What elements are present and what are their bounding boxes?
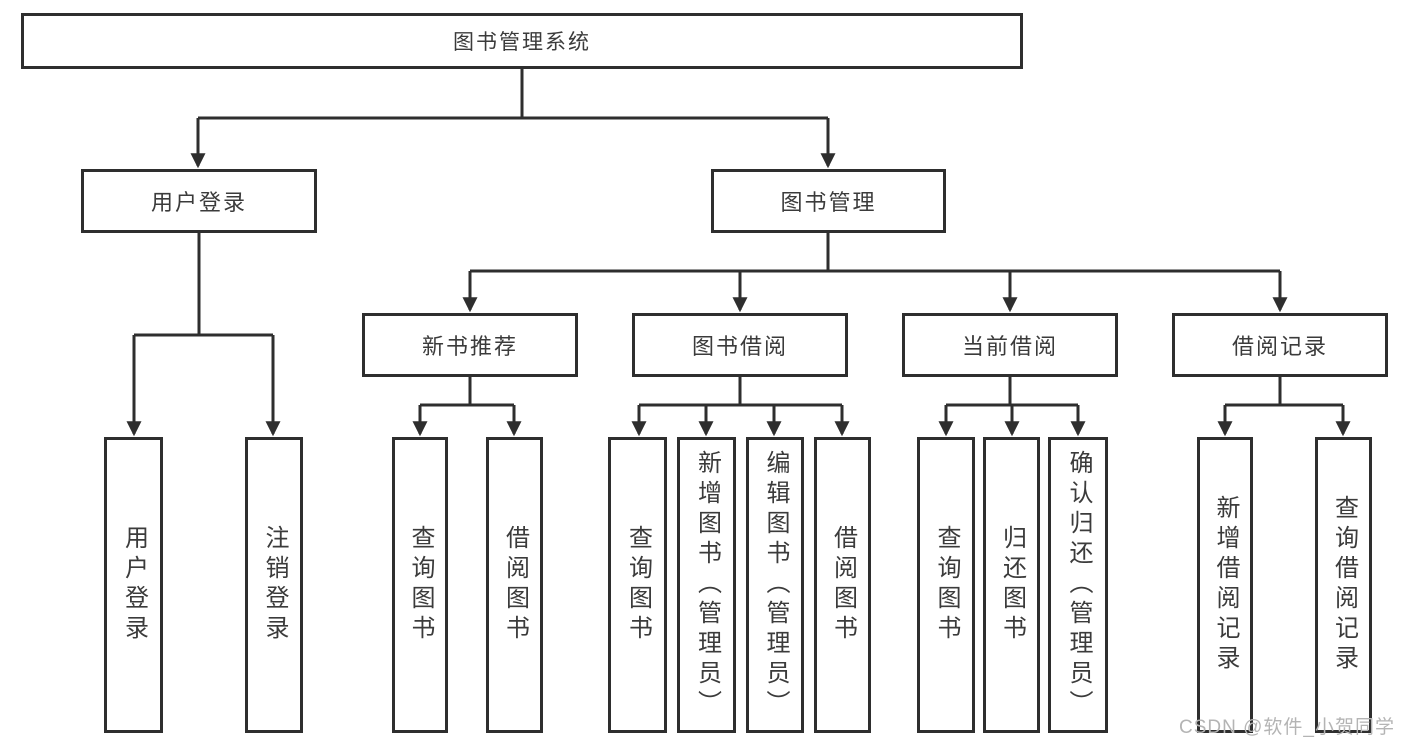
leaf-add-book-admin: 新增图书（管理员） — [677, 437, 736, 733]
node-label: 查询图书 — [624, 525, 652, 645]
node-label: 注销登录 — [261, 525, 288, 645]
node-label: 借阅图书 — [501, 525, 529, 645]
leaf-borrow-book-recommend: 借阅图书 — [486, 437, 543, 733]
node-label: 确认归还（管理员） — [1065, 450, 1092, 720]
leaf-edit-book-admin: 编辑图书（管理员） — [746, 437, 804, 733]
leaf-borrow-book: 借阅图书 — [814, 437, 871, 733]
leaf-user-login: 用户登录 — [104, 437, 163, 733]
node-label: 新书推荐 — [421, 334, 518, 359]
leaf-logout-login: 注销登录 — [245, 437, 303, 733]
node-new-book-recommend: 新书推荐 — [362, 313, 578, 377]
node-label: 查询图书 — [407, 525, 434, 645]
node-user-login: 用户登录 — [81, 169, 317, 233]
leaf-confirm-return-admin: 确认归还（管理员） — [1048, 437, 1108, 733]
node-library-management-system: 图书管理系统 — [21, 13, 1023, 69]
node-label: 新增图书（管理员） — [693, 450, 721, 720]
leaf-return-book: 归还图书 — [983, 437, 1040, 733]
node-label: 当前借阅 — [961, 334, 1058, 359]
node-label: 借阅图书 — [829, 525, 857, 645]
node-label: 用户登录 — [120, 525, 148, 645]
node-label: 图书借阅 — [691, 334, 788, 359]
csdn-watermark: CSDN @软件_小贺同学 — [1179, 717, 1395, 738]
node-label: 借阅记录 — [1231, 334, 1328, 359]
leaf-query-book-recommend: 查询图书 — [392, 437, 448, 733]
node-label: 图书管理系统 — [453, 31, 591, 54]
node-borrow-records: 借阅记录 — [1172, 313, 1388, 377]
node-label: 用户登录 — [150, 190, 247, 215]
node-label: 图书管理 — [780, 190, 877, 215]
node-label: 查询图书 — [933, 525, 960, 645]
node-label: 编辑图书（管理员） — [762, 450, 789, 720]
node-current-borrow: 当前借阅 — [902, 313, 1118, 377]
leaf-query-borrow-record: 查询借阅记录 — [1315, 437, 1372, 733]
node-label: 归还图书 — [998, 525, 1026, 645]
leaf-query-book-current: 查询图书 — [917, 437, 975, 733]
node-label: 查询借阅记录 — [1330, 495, 1358, 675]
node-book-borrow: 图书借阅 — [632, 313, 848, 377]
leaf-query-book-borrow: 查询图书 — [608, 437, 667, 733]
leaf-add-borrow-record: 新增借阅记录 — [1197, 437, 1253, 733]
node-label: 新增借阅记录 — [1212, 495, 1239, 675]
node-book-management: 图书管理 — [711, 169, 946, 233]
